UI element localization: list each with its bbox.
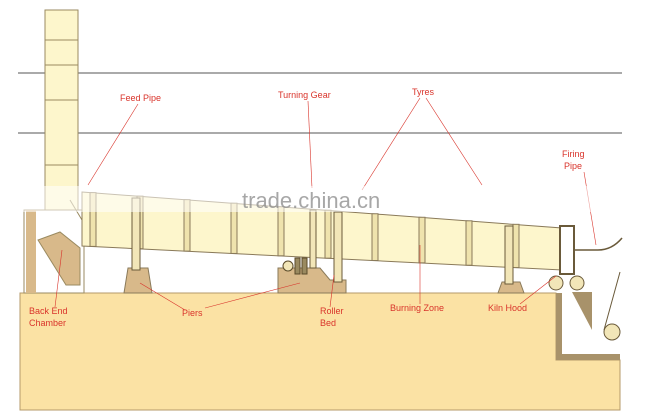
back-end-chamber — [23, 199, 89, 294]
building-lines — [18, 72, 622, 134]
watermark: trade.china.cn — [242, 188, 380, 213]
kiln-band — [277, 206, 285, 257]
preheater-stack — [44, 9, 79, 211]
label-turning-gear: Turning Gear — [278, 90, 331, 100]
label-feed-pipe: Feed Pipe — [120, 93, 161, 103]
label-firing-pipe-line1: Firing — [562, 149, 585, 159]
kiln-band — [418, 216, 426, 264]
kiln-band — [465, 220, 473, 266]
label-back-end-line2: Chamber — [29, 318, 66, 328]
label-tyres: Tyres — [412, 87, 435, 97]
kiln-band — [512, 223, 520, 269]
kiln-hood — [548, 225, 592, 330]
clinker-cooler — [603, 271, 621, 341]
label-piers: Piers — [182, 308, 203, 318]
watermark-band — [20, 186, 656, 212]
label-back-end-line1: Back End — [29, 306, 68, 316]
firing-pipe — [574, 237, 623, 251]
kiln-band — [324, 209, 332, 259]
label-burning-zone: Burning Zone — [390, 303, 444, 313]
label-firing-pipe-line2: Pipe — [564, 161, 582, 171]
label-kiln-hood: Kiln Hood — [488, 303, 527, 313]
piers — [123, 267, 525, 294]
label-roller-bed-line1: Roller — [320, 306, 344, 316]
kiln-band — [371, 213, 379, 261]
label-roller-bed-line2: Bed — [320, 318, 336, 328]
turning-gear — [282, 257, 308, 275]
